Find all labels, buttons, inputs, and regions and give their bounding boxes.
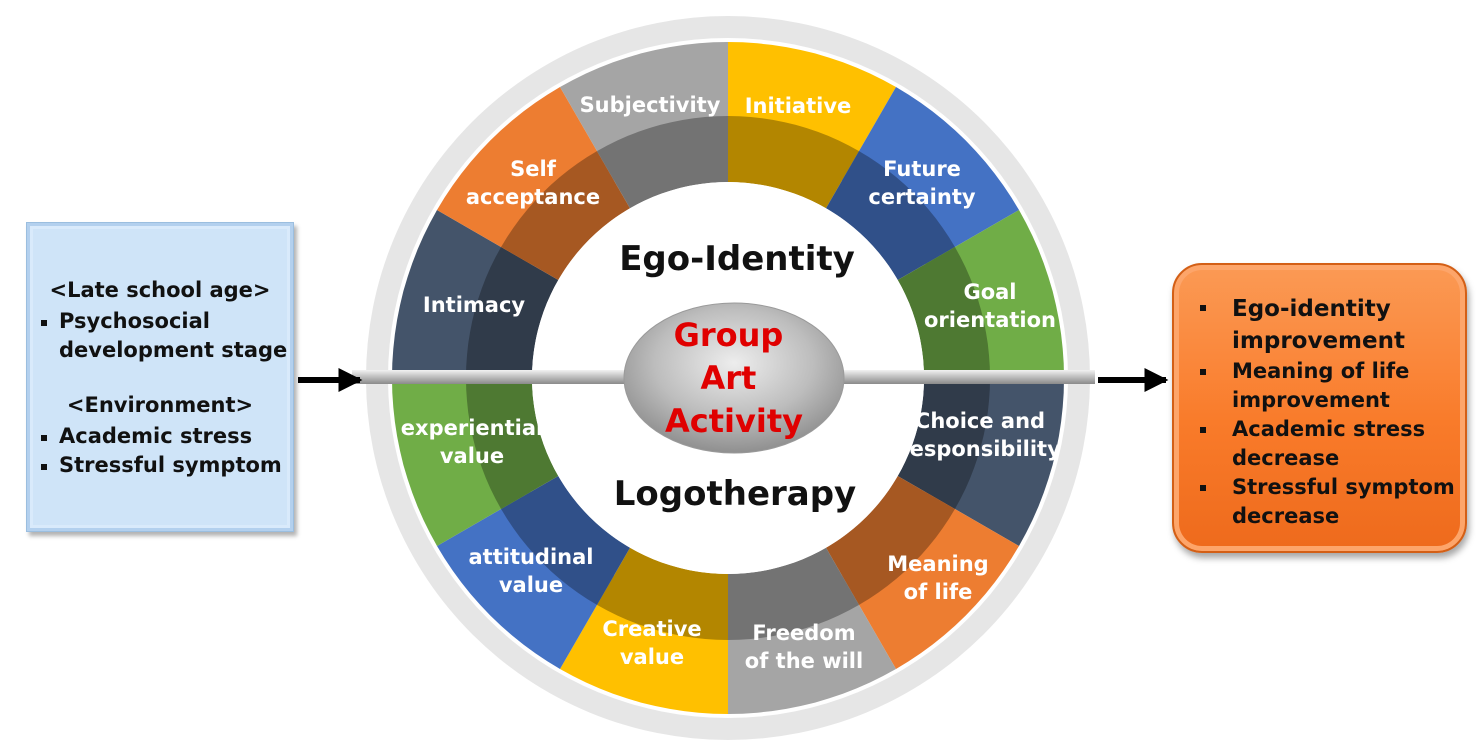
center-ellipse [623,302,845,454]
segments-group [392,42,1064,714]
list-item: Academic stress [41,422,282,451]
wheel-inner-ring-segment [728,547,859,640]
outcomes-box: Ego-identity improvement Meaning of life… [1172,263,1467,553]
wheel-inner-ring-segment [897,247,990,378]
wheel-inner-ring-segment [466,247,559,378]
wheel-segment [437,87,614,264]
input-factors-box: <Late school age> Psychosocial developme… [26,222,294,532]
wheel-inner-ring-segment [501,476,630,605]
list-item: Stressful symptom [41,451,282,480]
environment-list: Academic stress Stressful symptom [41,422,282,480]
wheel-inner-ring-segment [501,151,630,280]
center-label: Group Art Activity [665,316,803,440]
wheel-inner-ring-segment [466,378,559,509]
wheel-segment [842,492,1019,669]
list-item: Meaning of life improvement [1198,357,1465,415]
wheel-inner-ring-segment [826,151,955,280]
wheel-inner-ring-segment [597,547,728,640]
wheel-segment-label: Initiative [745,94,852,118]
wheel-segment-label: Subjectivity [580,93,721,117]
connector-bar-left [352,370,628,384]
list-item: Academic stress decrease [1198,415,1465,473]
environment-header: <Environment> [66,393,254,417]
outcomes-list: Ego-identity improvement Meaning of life… [1198,293,1465,531]
wheel-inner-ring-segment [897,378,990,509]
wheel-inner-ring-segment [826,476,955,605]
wheel-segment [842,87,1019,264]
late-school-age-header: <Late school age> [49,278,271,302]
list-item: Stressful symptom decrease [1198,473,1465,531]
logotherapy-title: Logotherapy [614,474,856,514]
late-school-age-list: Psychosocial development stage [41,307,293,365]
wheel-segment-label: Intimacy [423,293,526,317]
wheel-segment [437,492,614,669]
list-item: Ego-identity improvement [1198,293,1465,357]
list-item: Psychosocial development stage [41,307,293,365]
connector-bar-right [840,370,1095,384]
wheel-inner-ring-segment [597,116,728,209]
ego-identity-title: Ego-Identity [619,239,855,279]
wheel-inner-ring-segment [728,116,859,209]
